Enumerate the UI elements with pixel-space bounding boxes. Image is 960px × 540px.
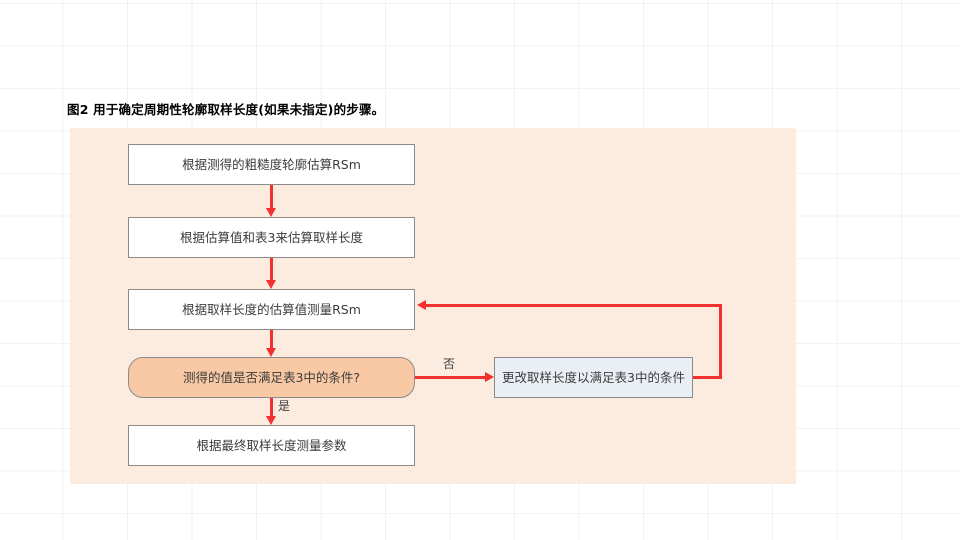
- arrow-estimate-length-to-measure-rsm: [269, 258, 273, 281]
- flow-node-label: 测得的值是否满足表3中的条件?: [182, 370, 361, 385]
- flow-node-label: 根据取样长度的估算值测量RSm: [182, 302, 361, 317]
- arrow-loop-segment-left: [426, 304, 722, 307]
- flow-node-change-length[interactable]: 更改取样长度以满足表3中的条件: [494, 357, 693, 398]
- flow-node-estimate-rsm[interactable]: 根据测得的粗糙度轮廓估算RSm: [128, 144, 415, 185]
- arrowhead-down-icon-yes: [265, 416, 276, 425]
- flow-node-condition-check[interactable]: 测得的值是否满足表3中的条件?: [128, 357, 415, 398]
- arrowhead-down-icon-1: [265, 208, 276, 217]
- flow-node-label: 根据测得的粗糙度轮廓估算RSm: [182, 157, 361, 172]
- arrow-estimate-rsm-to-estimate-length: [269, 185, 273, 209]
- arrowhead-right-icon-no: [485, 372, 494, 382]
- arrow-loop-segment-right: [693, 376, 722, 379]
- flow-node-measure-rsm[interactable]: 根据取样长度的估算值测量RSm: [128, 289, 415, 330]
- flow-node-estimate-length[interactable]: 根据估算值和表3来估算取样长度: [128, 217, 415, 258]
- arrow-loop-segment-up: [719, 304, 722, 379]
- arrowhead-down-icon-3: [265, 348, 276, 357]
- arrowhead-left-icon-loop: [417, 300, 426, 310]
- flow-node-final-measure[interactable]: 根据最终取样长度测量参数: [128, 425, 415, 466]
- edge-label-no: 否: [443, 357, 456, 371]
- arrowhead-down-icon-2: [265, 280, 276, 289]
- arrow-measure-rsm-to-condition-check: [269, 330, 273, 349]
- edge-label-yes: 是: [278, 399, 291, 413]
- flowchart-panel: 根据测得的粗糙度轮廓估算RSm 根据估算值和表3来估算取样长度 根据取样长度的估…: [70, 128, 796, 484]
- figure-caption: 图2 用于确定周期性轮廓取样长度(如果未指定)的步骤。: [67, 102, 385, 117]
- flow-node-label: 根据估算值和表3来估算取样长度: [180, 230, 363, 245]
- arrow-condition-check-to-final-measure: [269, 398, 273, 417]
- flow-node-label: 更改取样长度以满足表3中的条件: [502, 370, 685, 385]
- arrow-condition-check-to-change-length: [415, 376, 487, 379]
- flow-node-label: 根据最终取样长度测量参数: [196, 438, 347, 453]
